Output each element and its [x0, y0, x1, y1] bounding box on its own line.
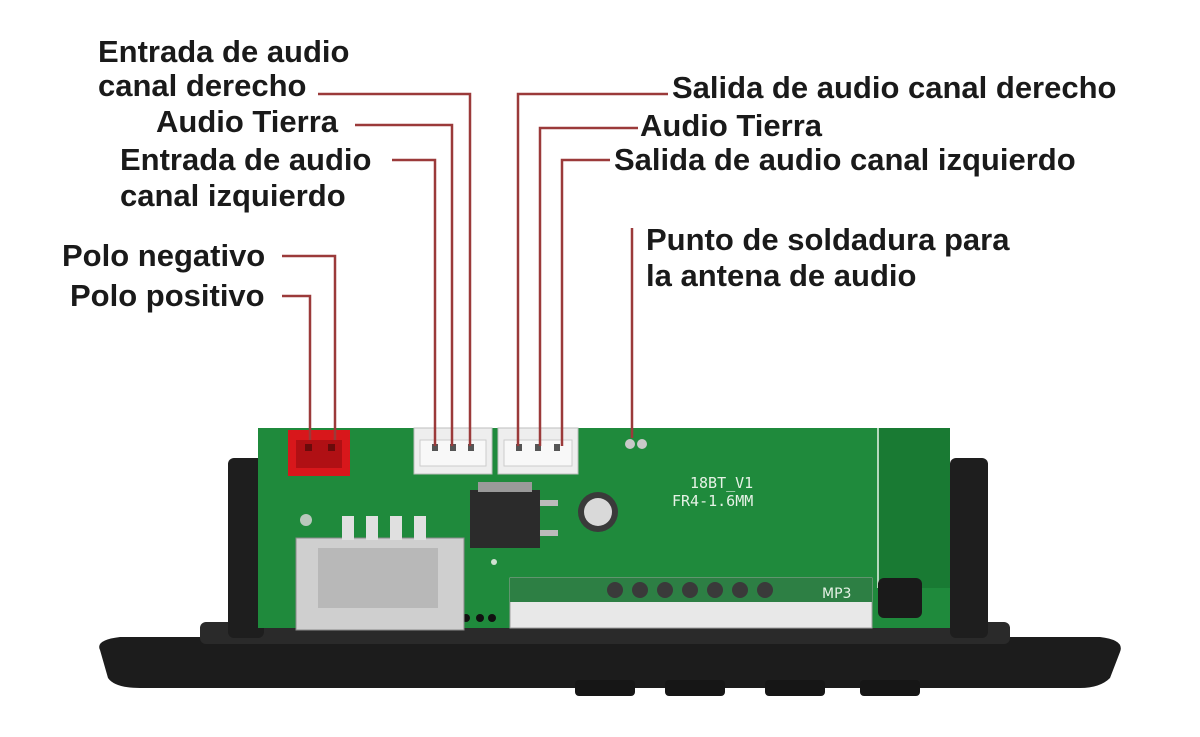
left-post	[228, 458, 264, 638]
leader-in-left	[392, 158, 437, 446]
label-pole-negative: Polo negativo	[62, 238, 266, 273]
faceplate-button	[665, 680, 725, 696]
via	[300, 514, 312, 526]
leader-out-left	[560, 158, 610, 446]
chip-leg	[540, 500, 558, 506]
label-input-right-line1: Entrada de audio	[98, 34, 350, 69]
antenna-pad	[637, 439, 647, 449]
pin	[516, 444, 522, 451]
ribbon-pin	[607, 582, 623, 598]
ir-receiver	[878, 578, 922, 618]
leader-lines	[282, 92, 668, 446]
label-output-ground: Audio Tierra	[640, 108, 823, 143]
ribbon-pin	[732, 582, 748, 598]
pin	[450, 444, 456, 451]
capacitor-top	[584, 498, 612, 526]
pin	[535, 444, 541, 451]
usb-pin	[390, 516, 402, 540]
silk-model: 18BT_V1	[690, 474, 753, 492]
usb-pin	[366, 516, 378, 540]
label-input-left-line1: Entrada de audio	[120, 142, 372, 177]
label-pole-positive: Polo positivo	[70, 278, 265, 313]
pin	[305, 444, 312, 451]
leader-in-right	[318, 92, 472, 446]
ribbon-pin	[757, 582, 773, 598]
leader-pole-neg	[282, 254, 337, 440]
usb-pin	[342, 516, 354, 540]
label-output-left: Salida de audio canal izquierdo	[614, 142, 1076, 177]
leader-pole-pos	[282, 294, 312, 440]
pin	[432, 444, 438, 451]
label-input-right-line2: canal derecho	[98, 68, 307, 103]
via	[491, 559, 497, 565]
label-output-right: Salida de audio canal derecho	[672, 70, 1117, 105]
chip-leg	[540, 530, 558, 536]
leader-out-gnd	[538, 126, 638, 446]
via	[476, 614, 484, 622]
power-connector-inner	[296, 440, 342, 468]
faceplate	[99, 637, 1121, 688]
usb-pin	[414, 516, 426, 540]
ribbon-pin	[632, 582, 648, 598]
pcb-right-section	[878, 428, 950, 588]
antenna-pad	[625, 439, 635, 449]
leader-in-gnd	[355, 123, 454, 446]
label-antenna-line1: Punto de soldadura para	[646, 222, 1010, 257]
right-post	[950, 458, 988, 638]
faceplate-button	[860, 680, 920, 696]
regulator-tab	[478, 482, 532, 492]
ribbon-pin	[657, 582, 673, 598]
ribbon-pin	[707, 582, 723, 598]
faceplate-button	[575, 680, 635, 696]
label-input-ground: Audio Tierra	[156, 104, 339, 139]
silk-pcb: FR4-1.6MM	[672, 492, 753, 510]
regulator-chip	[470, 490, 540, 548]
faceplate-button	[765, 680, 825, 696]
label-antenna-line2: la antena de audio	[646, 258, 917, 293]
leader-out-right	[516, 92, 668, 446]
pin	[554, 444, 560, 451]
pin	[468, 444, 474, 451]
label-input-left-line2: canal izquierdo	[120, 178, 346, 213]
silk-mp3: MP3	[822, 586, 851, 602]
via	[488, 614, 496, 622]
pin	[328, 444, 335, 451]
ribbon-pin	[682, 582, 698, 598]
usb-port-inner	[318, 548, 438, 608]
